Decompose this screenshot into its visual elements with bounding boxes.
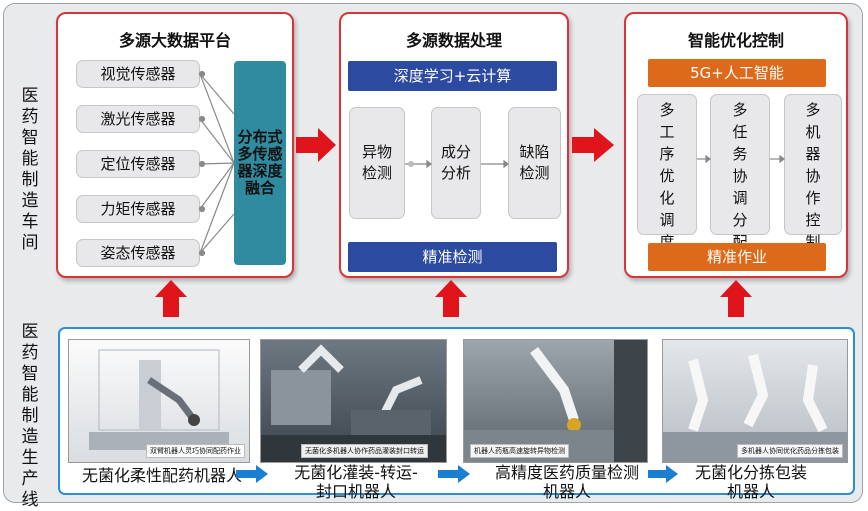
right-arrow-icon	[296, 128, 336, 162]
photo-caption: 多机器人协同优化药品分拣包装	[737, 444, 843, 458]
production-flow-arrows	[236, 465, 678, 483]
control-step-label: 多任务协调分配	[732, 101, 748, 251]
up-arrow-icon	[720, 280, 752, 317]
photo-caption: 双臂机器人灵巧协同配药作业	[146, 444, 245, 458]
photo-caption: 机器人药瓶高速旋转异物检测	[470, 444, 569, 458]
production-line-frame: 双臂机器人灵巧协同配药作业 无菌化多机器人协作药品灌装封口转运 机器人药瓶高速旋…	[58, 327, 855, 501]
processing-step-label: 缺陷检测	[519, 143, 550, 182]
robot-arm-illustration	[261, 344, 446, 462]
sensor-box: 视觉传感器	[76, 60, 200, 88]
fusion-label: 分布式多传感器深度融合	[237, 128, 283, 197]
sensor-box: 激光传感器	[76, 105, 200, 133]
control-step: 多工序优化调度	[637, 94, 697, 251]
production-side-label: 医药智能制造生产线	[20, 322, 42, 511]
right-arrow-icon	[236, 465, 268, 483]
robot-label: 无菌化柔性配药机器人	[81, 466, 242, 485]
panel2-title: 多源数据处理	[405, 31, 502, 50]
production-side-label-text: 医药智能制造生产线	[21, 322, 39, 510]
intelligent-control-panel: 智能优化控制 5G+人工智能 多工序优化调度 多任务协调分配 多机器协作控制 精…	[624, 12, 848, 278]
5g-ai-bar: 5G+人工智能	[648, 59, 826, 87]
right-arrow-icon	[438, 465, 470, 483]
deep-learning-bar: 深度学习+云计算	[348, 61, 557, 91]
multi-sensor-fusion-box: 分布式多传感器深度融合	[234, 61, 286, 265]
robot-label: 无菌化灌装-转运-封口机器人	[294, 463, 418, 501]
sensor-box: 定位传感器	[76, 150, 200, 178]
photo-caption: 无菌化多机器人协作药品灌装封口转运	[301, 444, 428, 458]
processing-step: 成分分析	[431, 107, 481, 219]
processing-flow-arrows	[405, 159, 509, 169]
control-step-label: 多工序优化调度	[659, 101, 675, 251]
filling-robot-photo: 无菌化多机器人协作药品灌装封口转运	[260, 339, 447, 463]
panel1-title: 多源大数据平台	[118, 31, 231, 50]
control-flow-arrows	[697, 154, 785, 164]
precise-detection-bar: 精准检测	[348, 242, 557, 272]
data-processing-panel: 多源数据处理 深度学习+云计算 异物检测 成分分析 缺陷检测 精准检测	[339, 12, 569, 278]
dispensing-robot-photo: 双臂机器人灵巧协同配药作业	[68, 339, 250, 463]
big-data-platform-panel: 多源大数据平台 视觉传感器 激光传感器 定位传感器 力矩传感器 姿态传感器 分布…	[56, 12, 294, 278]
precise-operation-bar: 精准作业	[648, 243, 826, 271]
processing-step: 缺陷检测	[508, 107, 561, 219]
right-arrow-icon	[648, 465, 678, 483]
sorting-robot-photo: 多机器人协同优化药品分拣包装	[662, 339, 848, 463]
robot-label: 无菌化分拣包装机器人	[694, 463, 807, 501]
right-arrow-icon	[572, 128, 614, 162]
sensor-connector-lines	[198, 70, 235, 257]
sensor-box: 姿态传感器	[76, 239, 200, 267]
processing-step-label: 异物检测	[361, 143, 392, 182]
workshop-side-label: 医药智能制造车间	[20, 86, 42, 254]
control-step: 多任务协调分配	[710, 94, 770, 251]
workshop-side-label-text: 医药智能制造车间	[21, 86, 39, 253]
up-arrow-icon	[435, 280, 467, 317]
panel3-title: 智能优化控制	[687, 31, 784, 50]
processing-step-label: 成分分析	[440, 143, 471, 182]
up-arrow-icon	[155, 280, 187, 317]
inspection-robot-photo: 机器人药瓶高速旋转异物检测	[463, 339, 648, 463]
robot-label: 高精度医药质量检测机器人	[494, 463, 639, 501]
processing-step: 异物检测	[349, 107, 405, 219]
